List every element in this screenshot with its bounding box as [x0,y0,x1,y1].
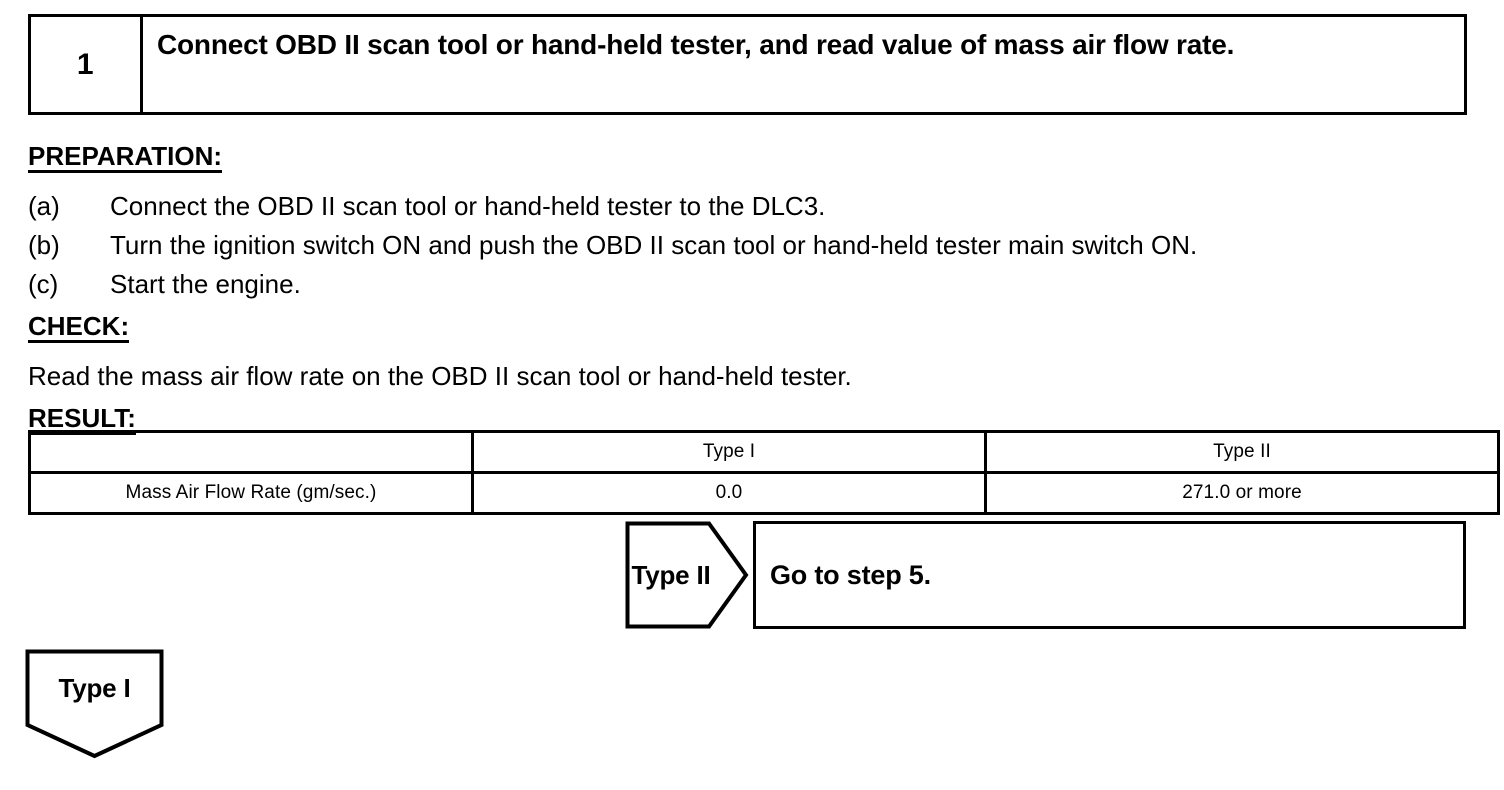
table-cell-measure-label: Mass Air Flow Rate (gm/sec.) [28,471,474,515]
table-header-row: Type I Type II [28,430,1500,474]
goto-step-text: Go to step 5. [770,559,931,590]
list-item-text: Start the engine. [110,269,301,299]
list-item: (b) Turn the ignition switch ON and push… [28,226,1478,265]
list-item-marker: (c) [28,269,59,299]
step-number: 1 [31,17,143,112]
table-cell-type2-value: 271.0 or more [984,471,1500,515]
table-header-cell-blank [28,430,474,474]
table-row: Mass Air Flow Rate (gm/sec.) 0.0 271.0 o… [28,471,1500,515]
branch-type1-arrow: Type I [25,649,164,759]
preparation-list: (a) Connect the OBD II scan tool or hand… [28,187,1478,304]
branch-type1-label: Type I [58,672,131,703]
step-header-box: 1 Connect OBD II scan tool or hand-held … [28,14,1467,115]
branch-type2-label: Type II [631,559,711,590]
check-heading-text: CHECK: [28,311,130,343]
instructions-body: PREPARATION: (a) Connect the OBD II scan… [28,143,1478,435]
check-text: Read the mass air flow rate on the OBD I… [28,361,852,391]
preparation-heading-text: PREPARATION: [28,141,223,173]
branch-type2-arrow: Type II [625,521,749,629]
list-item: (a) Connect the OBD II scan tool or hand… [28,187,1478,226]
result-table: Type I Type II Mass Air Flow Rate (gm/se… [28,430,1500,515]
goto-step-box: Go to step 5. [753,521,1466,629]
table-header-cell-type2: Type II [984,430,1500,474]
list-item-marker: (b) [28,230,60,260]
list-item-text: Turn the ignition switch ON and push the… [110,230,1198,260]
list-item-text: Connect the OBD II scan tool or hand-hel… [110,191,826,221]
step-title: Connect OBD II scan tool or hand-held te… [157,29,1235,60]
pentagon-down-icon [25,649,164,759]
list-item-marker: (a) [28,191,60,221]
table-cell-type1-value: 0.0 [471,471,987,515]
table-header-cell-type1: Type I [471,430,987,474]
list-item: (c) Start the engine. [28,265,1478,304]
check-heading: CHECK: [28,313,1478,343]
preparation-heading: PREPARATION: [28,143,1478,173]
pentagon-right-icon [625,521,749,629]
